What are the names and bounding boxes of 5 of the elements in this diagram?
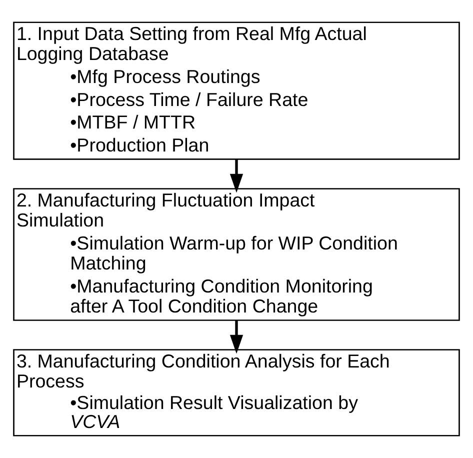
arrow	[230, 320, 244, 354]
arrow	[230, 160, 244, 193]
node-box: 3. Manufacturing Condition Analysis for Each Process •Simulation Result Visualization by VCVA	[13, 349, 460, 436]
node-box: 2. Manufacturing Fluctuation Impact Simulation •Simulation Warm-up for WIP Condition Matching •Manufacturing Condition Monitoring after A Tool Condition Change	[13, 188, 460, 321]
node-box: 1. Input Data Setting from Real Mfg Actual Logging Database •Mfg Process Routings •Process Time / Failure Rate •MTBF / MTTR •Production Plan	[13, 22, 460, 160]
